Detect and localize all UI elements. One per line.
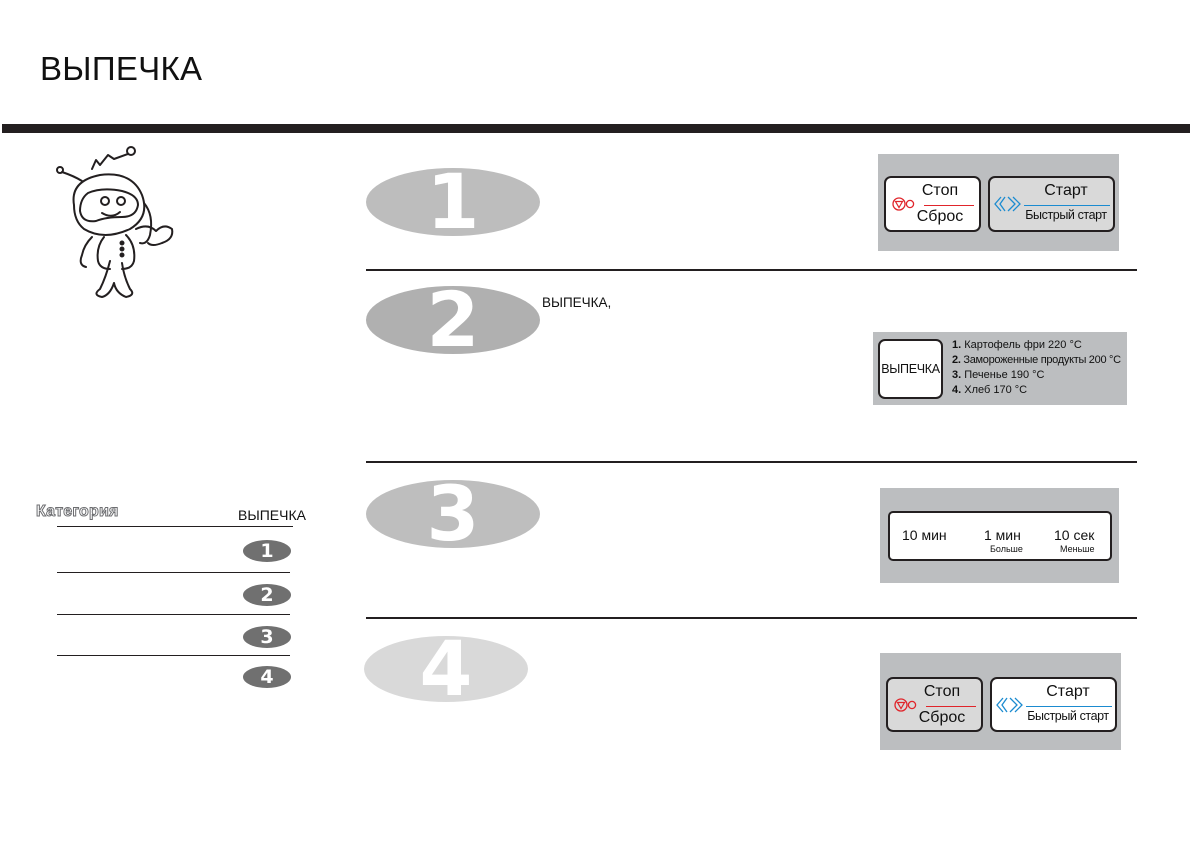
sidebar-step-1-icon: 1 (243, 540, 291, 562)
bake-option-3-text: Печенье 190 °C (964, 369, 1045, 381)
page-title: ВЫПЕЧКА (40, 50, 203, 87)
start-quickstart-button[interactable]: Старт Быстрый старт (988, 176, 1115, 232)
control-panel-time: 10 мин 1 мин Больше 10 сек Меньше (880, 488, 1119, 583)
mascot-illustration (56, 146, 174, 298)
ten-sec-button[interactable]: 10 сек (1054, 527, 1095, 543)
stop-label: Стоп (921, 182, 959, 199)
quick-start-label: Быстрый старт (1025, 208, 1107, 222)
reset-label: Сброс (918, 709, 966, 726)
stop-divider (924, 205, 974, 206)
bake-option-4: 4. Хлеб 170 °C (952, 383, 1027, 397)
step-separator (366, 617, 1137, 619)
step-1-oval: 1 (366, 164, 540, 240)
title-rule (2, 124, 1190, 133)
sidebar-step-1-number: 1 (260, 539, 274, 562)
start-icon (996, 697, 1023, 713)
stop-label: Стоп (923, 683, 961, 700)
control-panel-stop-start: Стоп Сброс Старт Быстрый старт (878, 154, 1119, 251)
start-quickstart-button[interactable]: Старт Быстрый старт (990, 677, 1117, 732)
sidebar-category-label: Категория (36, 503, 119, 521)
reset-label: Сброс (916, 208, 964, 225)
sidebar-step-3-icon: 3 (243, 626, 291, 648)
bake-option-2-num: 2. (952, 354, 961, 366)
step-3-oval: 3 (366, 476, 540, 552)
start-icon (994, 196, 1021, 212)
step-4-oval: 4 (364, 631, 528, 707)
stop-reset-button[interactable]: Стоп Сброс (886, 677, 983, 732)
start-divider (1024, 205, 1110, 206)
ten-min-button[interactable]: 10 мин (902, 527, 947, 543)
stop-icon (892, 197, 915, 211)
start-label: Старт (1044, 182, 1088, 199)
stop-reset-button[interactable]: Стоп Сброс (884, 176, 981, 232)
bake-option-2: 2. Замороженные продукты 200 °C (952, 353, 1121, 367)
stop-icon (894, 698, 917, 712)
sidebar-step-4-number: 4 (260, 665, 274, 688)
sidebar-step-2-icon: 2 (243, 584, 291, 606)
bake-option-1-num: 1. (952, 339, 962, 351)
sidebar-rule (57, 526, 293, 527)
start-label: Старт (1046, 683, 1090, 700)
step-3-number: 3 (426, 469, 480, 558)
control-panel-stop-start-2: Стоп Сброс Старт Быстрый старт (880, 653, 1121, 750)
bake-option-2-text: Замороженные продукты 200 °C (963, 354, 1121, 366)
bake-option-1-text: Картофель фри 220 °C (964, 339, 1082, 351)
bake-button[interactable]: ВЫПЕЧКА (878, 339, 943, 399)
step-2-text: ВЫПЕЧКА, (542, 295, 612, 310)
sidebar-rule (57, 614, 290, 615)
bake-option-4-text: Хлеб 170 °C (964, 384, 1028, 396)
bake-option-3-num: 3. (952, 369, 962, 381)
step-1-number: 1 (426, 157, 480, 246)
step-separator (366, 461, 1137, 463)
sidebar-step-4-icon: 4 (243, 666, 291, 688)
more-label: Больше (990, 544, 1023, 554)
step-2-number: 2 (426, 275, 480, 364)
bake-option-1: 1. Картофель фри 220 °C (952, 338, 1082, 352)
bake-option-4-num: 4. (952, 384, 962, 396)
start-divider (1026, 706, 1112, 707)
sidebar-mode-label: ВЫПЕЧКА (238, 507, 306, 523)
step-2-oval: 2 (366, 282, 540, 358)
bake-button-label: ВЫПЕЧКА (881, 362, 940, 376)
time-buttons-strip: 10 мин 1 мин Больше 10 сек Меньше (888, 511, 1112, 561)
step-4-number: 4 (419, 624, 473, 713)
less-label: Меньше (1060, 544, 1095, 554)
control-panel-bake: ВЫПЕЧКА 1. Картофель фри 220 °C 2. Замор… (873, 332, 1127, 405)
one-min-button[interactable]: 1 мин (984, 527, 1021, 543)
stop-divider (926, 706, 976, 707)
step-separator (366, 269, 1137, 271)
sidebar-step-3-number: 3 (260, 625, 274, 648)
sidebar-rule (57, 655, 290, 656)
quick-start-label: Быстрый старт (1027, 709, 1109, 723)
sidebar-step-2-number: 2 (260, 583, 274, 606)
sidebar-rule (57, 572, 290, 573)
bake-option-3: 3. Печенье 190 °C (952, 368, 1045, 382)
